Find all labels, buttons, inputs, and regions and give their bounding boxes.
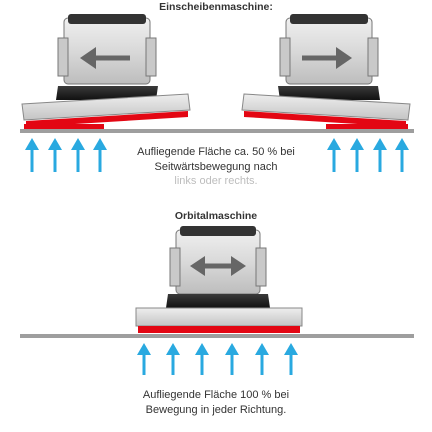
red-pad-contact xyxy=(24,124,104,129)
handle-bracket xyxy=(367,37,379,77)
base-plate xyxy=(21,93,191,121)
pressure-arrows-right xyxy=(327,138,409,172)
floor-line-top xyxy=(20,129,414,133)
caption-line: Seitwärtsbewegung nach xyxy=(154,160,278,173)
red-pad xyxy=(26,111,188,127)
arrow-left-icon xyxy=(80,47,130,69)
handle-bracket xyxy=(279,37,291,77)
base-plate xyxy=(241,93,411,121)
floor-line-bottom xyxy=(20,334,414,338)
motor-top xyxy=(290,14,368,24)
motor-housing xyxy=(175,229,261,295)
base-block xyxy=(278,86,380,100)
caption-line: Bewegung in jeder Richtung. xyxy=(145,403,287,416)
base-plate xyxy=(135,307,303,327)
caption-orbital: Aufliegende Fläche 100 % bei Bewegung in… xyxy=(110,388,322,417)
arrow-right-icon xyxy=(302,47,352,69)
base-block xyxy=(166,294,270,308)
red-pad xyxy=(244,111,406,127)
title-single-disc: Einscheibenmaschine: xyxy=(159,1,273,13)
motor-housing xyxy=(63,17,151,85)
base-block xyxy=(56,86,158,100)
single-disc-machine-left xyxy=(21,14,191,129)
caption-line: Aufliegende Fläche 100 % bei xyxy=(142,389,290,401)
red-pad-contact xyxy=(326,124,408,129)
caption-single-disc: Aufliegende Fläche ca. 50 % bei Seitwärt… xyxy=(110,145,322,189)
pressure-arrows-bottom xyxy=(137,343,298,375)
pressure-arrows-left xyxy=(25,138,107,172)
arrow-double-icon xyxy=(190,256,246,276)
motor-top xyxy=(180,226,256,236)
red-pad xyxy=(138,326,300,333)
motor-housing xyxy=(285,17,373,85)
handle-bracket xyxy=(169,247,181,287)
caption-line: Aufliegende Fläche ca. 50 % bei xyxy=(137,146,295,158)
single-disc-machine-right xyxy=(241,14,411,129)
orbital-machine xyxy=(135,226,303,333)
handle-bracket xyxy=(57,37,69,77)
caption-line-faded: links oder rechts. xyxy=(174,175,258,187)
handle-bracket xyxy=(145,37,157,77)
motor-top xyxy=(68,14,146,24)
title-orbital: Orbitalmaschine xyxy=(174,210,258,222)
handle-bracket xyxy=(255,247,267,287)
